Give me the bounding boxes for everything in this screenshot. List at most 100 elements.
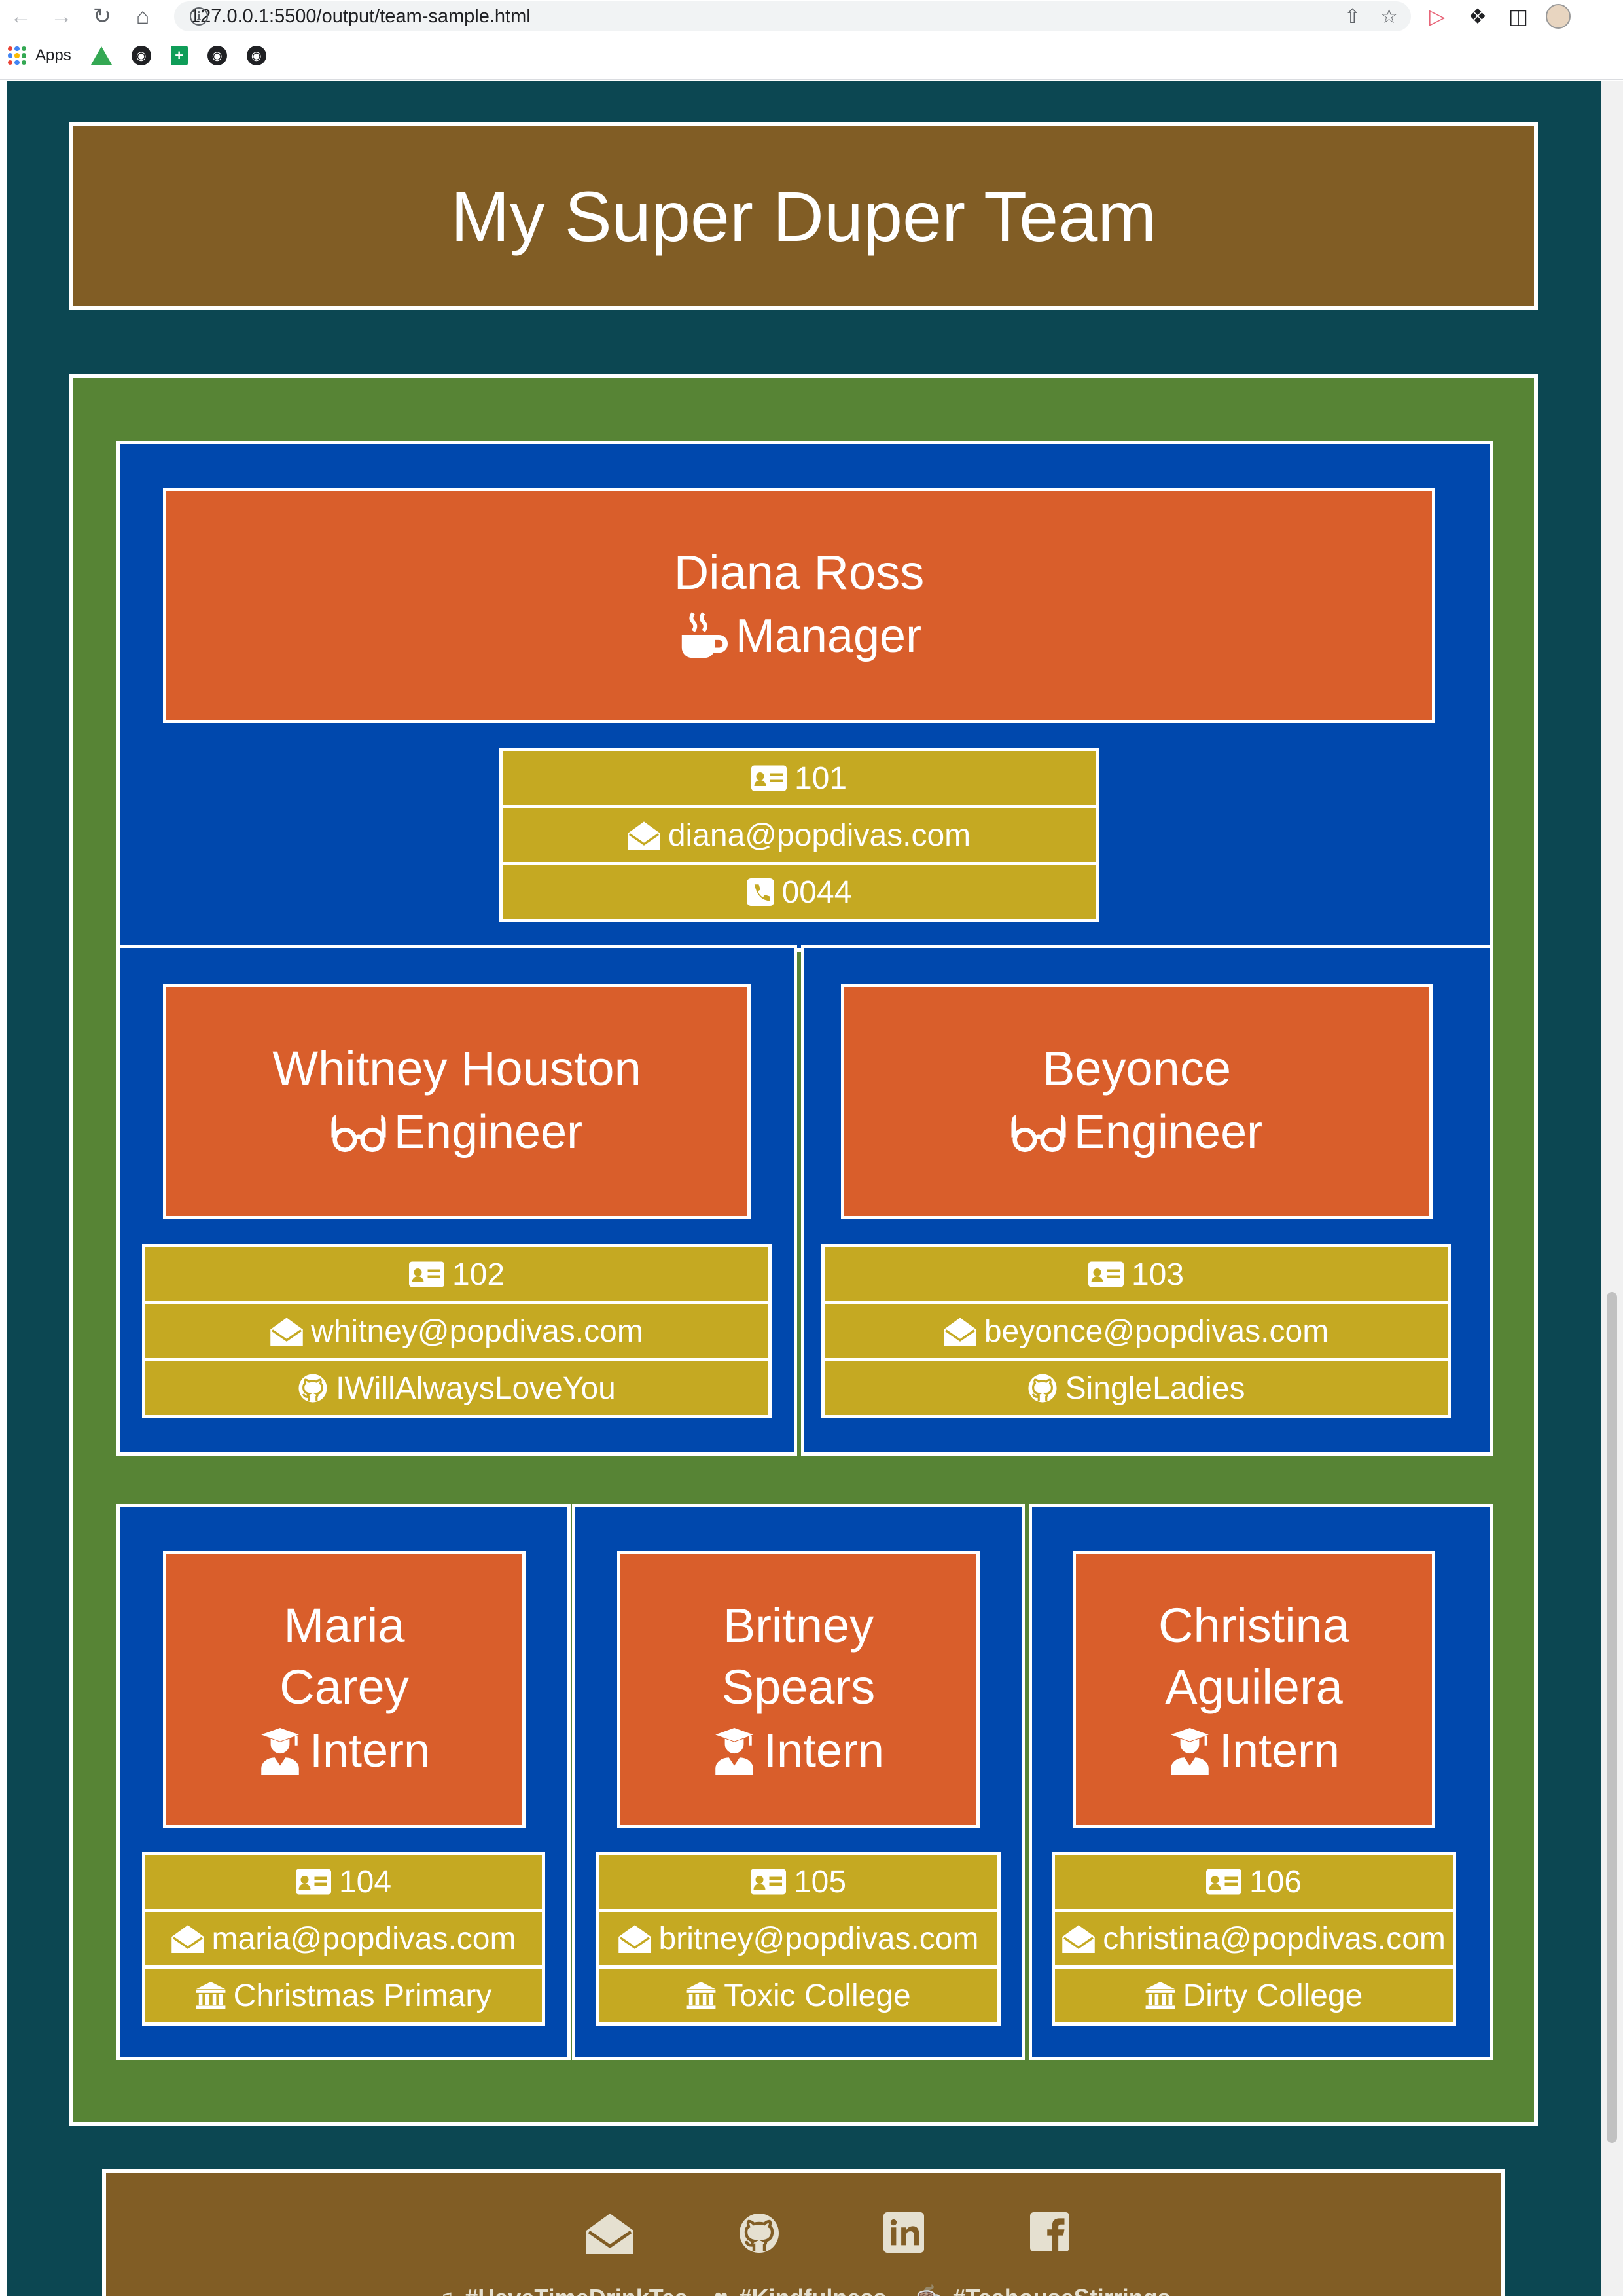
envelope-open-icon[interactable]: [586, 2212, 633, 2254]
intern-card: Britney Spears Intern: [572, 1504, 1025, 2060]
employee-email[interactable]: britney@popdivas.com: [658, 1921, 979, 1956]
bookmark-drive[interactable]: [90, 46, 112, 65]
share-icon[interactable]: ⇧: [1344, 5, 1361, 27]
info-list: 103 beyonce@popdivas.com SingleLadies: [821, 1244, 1451, 1418]
team-container: Diana Ross Manager: [69, 374, 1538, 2126]
id-card-icon: [751, 765, 787, 791]
employee-email[interactable]: beyonce@popdivas.com: [984, 1314, 1329, 1349]
phone-icon: [746, 878, 774, 906]
home-icon[interactable]: ⌂: [135, 3, 150, 29]
hashtag-text: #TeahouseStirrings: [952, 2284, 1170, 2296]
back-arrow-icon[interactable]: ←: [10, 3, 32, 29]
team-header: My Super Duper Team: [69, 122, 1538, 310]
info-list: 106 christina@popdivas.com: [1052, 1852, 1456, 2026]
card-header: Britney Spears Intern: [617, 1551, 980, 1828]
bookmark-apps[interactable]: Apps: [8, 46, 71, 65]
scrollbar-thumb[interactable]: [1607, 1292, 1617, 2143]
employee-email-row[interactable]: beyonce@popdivas.com: [821, 1301, 1451, 1361]
hashtag-item: ♫#HaveTimeDrinkTea: [437, 2284, 688, 2296]
info-list: 101 diana@popdivas.com 0044: [499, 748, 1099, 922]
reload-icon[interactable]: ↻: [92, 4, 112, 29]
employee-name-last: Aguilera: [1165, 1660, 1343, 1714]
envelope-open-icon: [944, 1318, 976, 1346]
facebook-icon[interactable]: [1030, 2212, 1069, 2251]
intern-card: Maria Carey Intern: [116, 1504, 571, 2060]
site-info-icon[interactable]: i: [190, 7, 208, 26]
info-list: 104 maria@popdivas.com: [142, 1852, 545, 2026]
card-header: Whitney Houston Engineer: [163, 984, 751, 1219]
employee-email-row[interactable]: diana@popdivas.com: [499, 805, 1099, 865]
employee-name-last: Spears: [721, 1660, 876, 1714]
employee-email[interactable]: christina@popdivas.com: [1103, 1921, 1446, 1956]
employee-name-first: Maria: [283, 1598, 405, 1653]
forward-arrow-icon[interactable]: →: [50, 3, 73, 29]
employee-role: Manager: [677, 603, 921, 669]
bookmark-apps-label: Apps: [35, 46, 71, 64]
manager-card: Diana Ross Manager: [116, 441, 1493, 952]
graduate-icon: [261, 1728, 299, 1775]
globe-icon: ◉: [246, 46, 266, 65]
hashtag-item: ☕#TeahouseStirrings: [913, 2284, 1171, 2296]
school-name: Christmas Primary: [233, 1978, 492, 2013]
employee-email-row[interactable]: maria@popdivas.com: [142, 1909, 545, 1969]
globe-icon: ◉: [207, 46, 227, 65]
school-name: Dirty College: [1183, 1978, 1363, 2013]
extensions-puzzle-icon[interactable]: ❖: [1468, 5, 1488, 28]
employee-id-row: 102: [142, 1244, 772, 1304]
employee-github-row[interactable]: SingleLadies: [821, 1358, 1451, 1418]
employee-email[interactable]: diana@popdivas.com: [668, 817, 971, 853]
employee-email[interactable]: whitney@popdivas.com: [311, 1314, 643, 1349]
employee-github-row[interactable]: IWillAlwaysLoveYou: [142, 1358, 772, 1418]
side-panel-icon[interactable]: ◫: [1508, 5, 1529, 28]
page-footer: ♫#HaveTimeDrinkTea ♥#Kindfulness ☕#Teaho…: [102, 2169, 1505, 2296]
employee-role: Intern: [1168, 1718, 1340, 1784]
github-username[interactable]: IWillAlwaysLoveYou: [336, 1371, 616, 1406]
employee-id: 104: [338, 1864, 392, 1899]
envelope-open-icon: [628, 821, 660, 850]
info-list: 102 whitney@popdivas.com IWillAlwaysLove…: [142, 1244, 772, 1418]
globe-icon: ◉: [131, 46, 151, 65]
employee-role-label: Intern: [763, 1725, 885, 1777]
employee-email-row[interactable]: christina@popdivas.com: [1052, 1909, 1456, 1969]
intern-card: Christina Aguilera Intern: [1029, 1504, 1493, 2060]
office-number: 0044: [781, 874, 852, 910]
school-name: Toxic College: [724, 1978, 911, 2013]
bookmark-star-icon[interactable]: ☆: [1380, 5, 1398, 27]
github-username[interactable]: SingleLadies: [1065, 1371, 1245, 1406]
linkedin-icon[interactable]: [883, 2212, 924, 2253]
github-icon[interactable]: [738, 2212, 780, 2254]
employee-email-row[interactable]: britney@popdivas.com: [596, 1909, 1001, 1969]
bookmark-globe-1[interactable]: ◉: [131, 46, 151, 65]
employee-school-row: Christmas Primary: [142, 1965, 545, 2026]
employee-email[interactable]: maria@popdivas.com: [211, 1921, 516, 1956]
employee-id: 101: [794, 761, 847, 796]
employee-name-last: Carey: [279, 1660, 409, 1714]
glasses-icon: [1011, 1115, 1066, 1153]
employee-school-row: Dirty College: [1052, 1965, 1456, 2026]
heart-icon: ♥: [714, 2284, 728, 2296]
employee-role-label: Intern: [1219, 1725, 1340, 1777]
employee-id-row: 103: [821, 1244, 1451, 1304]
employee-role-label: Engineer: [1073, 1106, 1263, 1158]
hashtag-row: ♫#HaveTimeDrinkTea ♥#Kindfulness ☕#Teaho…: [106, 2284, 1501, 2296]
employee-id-row: 106: [1052, 1852, 1456, 1912]
id-card-icon: [1205, 1869, 1241, 1895]
employee-name: Whitney Houston: [272, 1041, 641, 1096]
url-text: 127.0.0.1:5500/output/team-sample.html: [190, 5, 531, 27]
employee-email-row[interactable]: whitney@popdivas.com: [142, 1301, 772, 1361]
address-bar[interactable]: i 127.0.0.1:5500/output/team-sample.html…: [174, 1, 1411, 31]
bookmark-globe-2[interactable]: ◉: [207, 46, 227, 65]
profile-avatar[interactable]: [1546, 4, 1571, 29]
card-header: Maria Carey Intern: [163, 1551, 526, 1828]
page-scrollbar[interactable]: [1601, 81, 1623, 2296]
bookmark-sheets[interactable]: +: [170, 46, 188, 65]
employee-role-label: Engineer: [393, 1106, 583, 1158]
bookmark-globe-3[interactable]: ◉: [246, 46, 266, 65]
employee-role: Engineer: [1011, 1100, 1262, 1165]
music-note-icon: ♫: [437, 2284, 454, 2296]
extension-cast-icon[interactable]: ▷: [1429, 5, 1446, 28]
browser-chrome: ← → ↻ ⌂ i 127.0.0.1:5500/output/team-sam…: [0, 0, 1623, 80]
employee-id-row: 104: [142, 1852, 545, 1912]
employee-role: Engineer: [331, 1100, 582, 1165]
employee-id: 105: [793, 1864, 847, 1899]
